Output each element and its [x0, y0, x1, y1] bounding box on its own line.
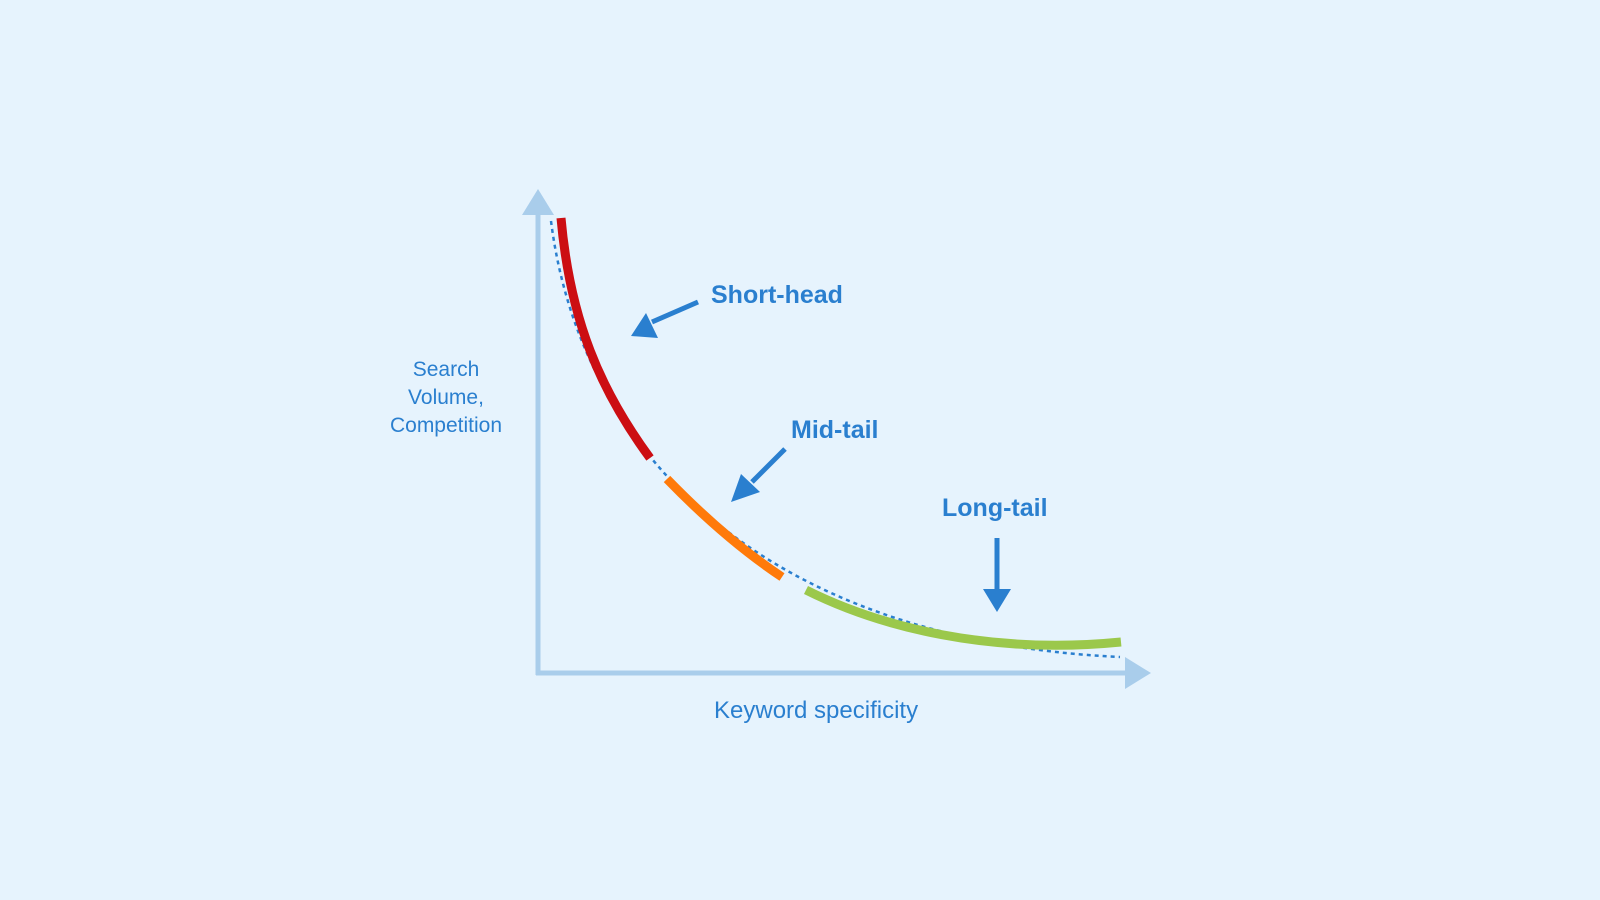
short-head-arrow-shaft: [651, 299, 699, 325]
long-tail-label: Long-tail: [942, 494, 1048, 522]
y-axis-label-line-3: Competition: [389, 414, 503, 437]
y-axis-label-line-2: Volume,: [408, 386, 484, 409]
y-axis-label: Search Volume, Competition: [376, 356, 516, 440]
long-tail-segment: [803, 585, 1122, 650]
short-head-label: Short-head: [711, 281, 843, 309]
mid-tail-arrowhead: [731, 474, 760, 502]
short-head-arrowhead: [631, 313, 658, 338]
mid-tail-label: Mid-tail: [791, 416, 879, 444]
y-axis-arrowhead: [522, 189, 554, 215]
x-axis-label: Keyword specificity: [714, 697, 919, 724]
x-axis-arrowhead: [1125, 657, 1151, 689]
mid-tail-arrow-shaft: [750, 447, 787, 484]
y-axis-label-line-1: Search: [412, 358, 480, 381]
long-tail-arrowhead: [983, 589, 1011, 612]
short-head-segment: [556, 217, 654, 461]
mid-tail-segment: [663, 475, 785, 581]
